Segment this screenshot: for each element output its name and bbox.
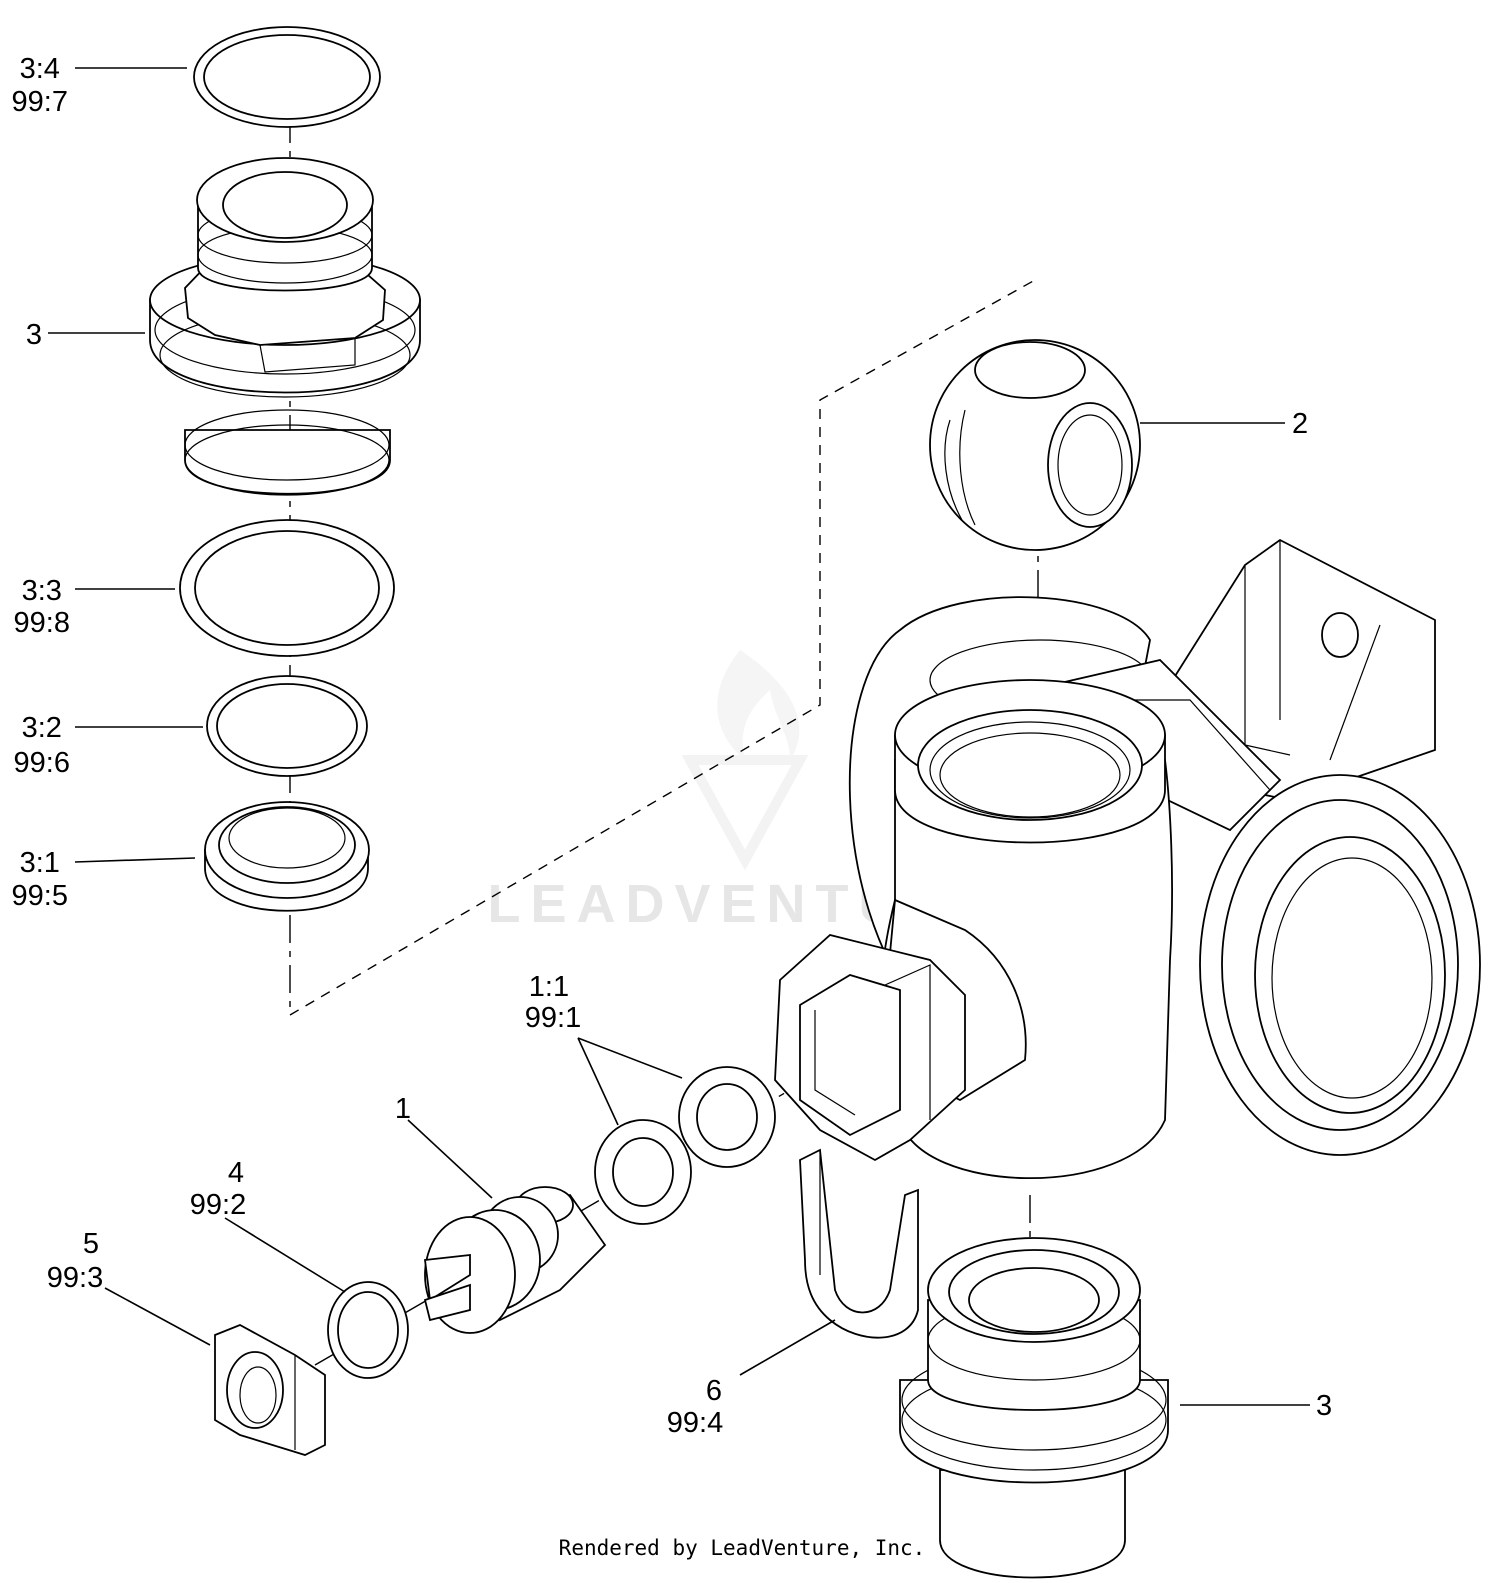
callout-3-upper: 3 [26, 319, 42, 351]
callout-3-3: 3:3 99:8 [14, 575, 70, 639]
callout-3-1: 3:1 99:5 [12, 847, 68, 912]
valve-ball-2 [929, 339, 1141, 551]
callout-labels: 3:4 99:7 3 3:3 99:8 3:2 99:6 3:1 99:5 2 … [12, 53, 1333, 1439]
o-ring-3-4 [193, 26, 381, 128]
clip-6 [799, 1148, 919, 1339]
valve-stem-1 [423, 1186, 607, 1334]
callout-5: 5 99:3 [47, 1228, 107, 1294]
fitting-3-lower [899, 1237, 1169, 1579]
callout-1: 1 [395, 1093, 411, 1125]
callout-3-4: 3:4 99:7 [12, 53, 68, 118]
callout-4: 4 99:2 [190, 1157, 252, 1221]
washer-1-1-a [678, 1066, 776, 1168]
valve-body [774, 538, 1481, 1180]
callout-3-2: 3:2 99:6 [14, 712, 70, 779]
render-credit: Rendered by LeadVenture, Inc. [559, 1536, 926, 1560]
callout-6: 6 99:4 [667, 1375, 730, 1439]
washer-4 [327, 1281, 409, 1379]
callout-2: 2 [1292, 408, 1308, 440]
callout-3-lower: 3 [1316, 1390, 1332, 1422]
o-ring-3-2 [206, 675, 368, 777]
o-ring-3-3 [179, 519, 395, 657]
leadventure-logo-icon [681, 650, 809, 871]
washer-1-1-b [594, 1119, 692, 1225]
fitting-3-upper [149, 157, 421, 496]
seal-3-1 [204, 801, 370, 912]
handle-5 [214, 1324, 326, 1456]
leader-lines [48, 67, 1310, 1406]
callout-1-1: 1:1 99:1 [525, 971, 581, 1034]
